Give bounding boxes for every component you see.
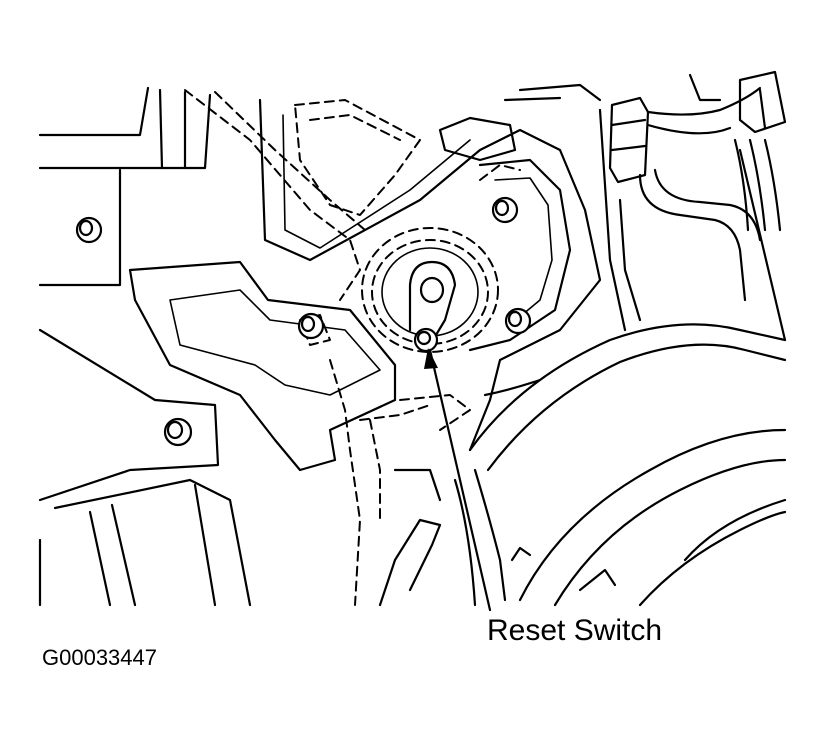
bolt-icon [504,307,532,335]
left-frame-panel [38,86,212,287]
bolts [75,196,532,447]
reset-switch-icon [413,327,439,353]
bolt-icon [75,216,103,244]
reset-switch-label: Reset Switch [487,614,662,647]
figure-code: G00033447 [42,645,157,670]
bolt-icon [163,417,193,447]
lower-left-bracket [38,328,252,607]
wiring-harness [598,70,787,342]
door-structure [378,323,787,607]
regulator-plate [128,83,602,472]
bolt-icon [297,312,325,340]
bolt-icon [491,196,519,224]
reset-switch-leader [424,348,492,612]
motor-gear [381,247,479,347]
